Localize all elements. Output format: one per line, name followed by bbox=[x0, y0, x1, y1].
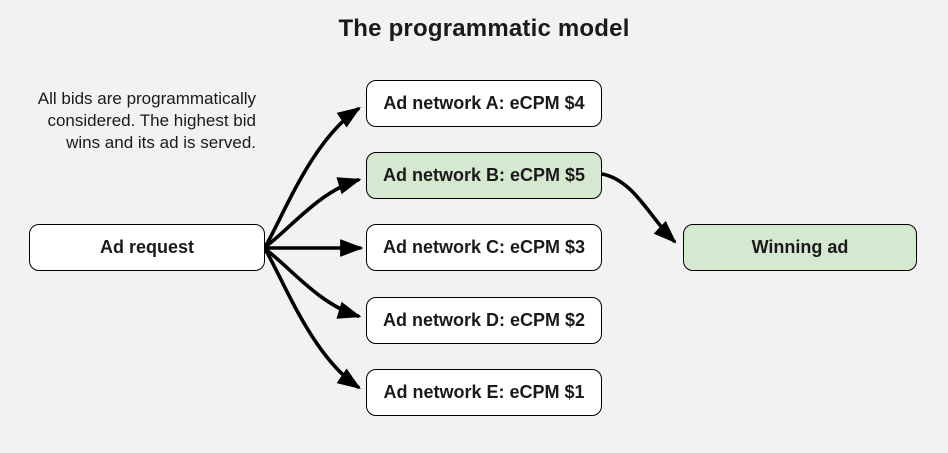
node-ad-network-b: Ad network B: eCPM $5 bbox=[366, 152, 602, 199]
node-label: Ad network E: eCPM $1 bbox=[383, 382, 585, 402]
node-ad-request: Ad request bbox=[29, 224, 265, 271]
edge-ad-request-to-network-b bbox=[263, 177, 362, 249]
description-line: All bids are programmatically bbox=[37, 89, 256, 108]
description-line: considered. The highest bid bbox=[47, 111, 256, 130]
node-label: Ad network B: eCPM $5 bbox=[382, 165, 586, 185]
edge-ad-request-to-network-e bbox=[263, 247, 361, 389]
node-label: Ad network D: eCPM $2 bbox=[382, 310, 586, 330]
node-ad-network-d: Ad network D: eCPM $2 bbox=[366, 297, 602, 344]
edge-ad-request-to-network-a bbox=[263, 107, 361, 249]
node-label: Ad request bbox=[99, 237, 195, 257]
edge-network-b-to-winning-ad bbox=[600, 172, 677, 244]
node-label: Winning ad bbox=[751, 237, 849, 257]
node-ad-network-a: Ad network A: eCPM $4 bbox=[366, 80, 602, 127]
node-label: Ad network C: eCPM $3 bbox=[382, 237, 586, 257]
page-title: The programmatic model bbox=[338, 15, 630, 42]
edge-ad-request-to-network-d bbox=[263, 247, 362, 319]
node-label: Ad network A: eCPM $4 bbox=[383, 93, 585, 113]
node-ad-network-c: Ad network C: eCPM $3 bbox=[366, 224, 602, 271]
node-winning-ad: Winning ad bbox=[683, 224, 917, 271]
description-text: All bids are programmatically considered… bbox=[0, 88, 256, 154]
node-ad-network-e: Ad network E: eCPM $1 bbox=[366, 369, 602, 416]
description-line: wins and its ad is served. bbox=[66, 133, 256, 152]
